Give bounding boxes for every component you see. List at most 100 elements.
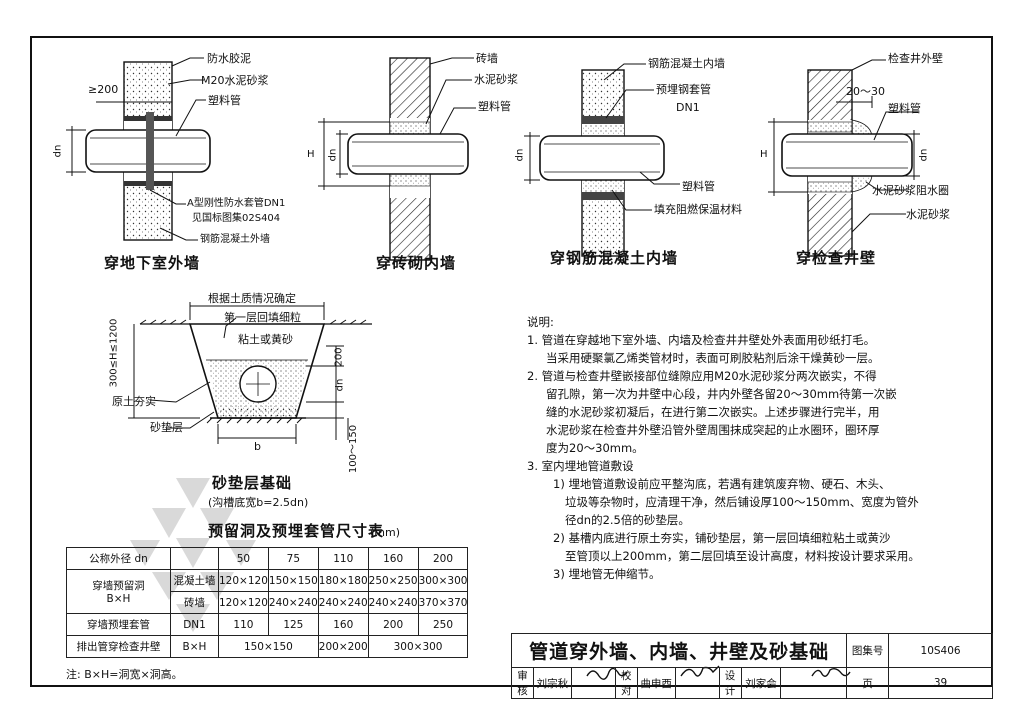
note-line: 2) 基槽内底进行原土夯实，铺砂垫层，第一层回填细粒粘土或黄沙: [553, 531, 891, 545]
brick-H: H: [307, 149, 315, 160]
note-line: 留孔隙，第一次为井壁中心段，井内外壁各留20～30mm待第一次嵌: [546, 387, 897, 401]
trench-label-clay: 粘土或黄砂: [238, 333, 293, 346]
brick-wall-detail: [318, 57, 476, 261]
table-title: 预留洞及预埋套管尺寸表: [208, 522, 385, 540]
note-line: 缝的水泥砂浆初凝后，在进行第二次嵌实。上述步骤进行完半，用: [546, 405, 880, 419]
reviewer-signature: [570, 667, 616, 699]
table-cell: 250×250: [367, 569, 419, 592]
header-size: 50: [218, 547, 269, 570]
concrete-caption: 穿钢筋混凝土内墙: [550, 249, 679, 267]
table-row: 穿墙预埋套管 DN1 110 125 160 200 250: [66, 613, 469, 636]
table-row: 排出管穿检查井壁 B×H 150×150 200×200 300×300: [66, 635, 469, 658]
row-name: 排出管穿检查井壁: [66, 635, 171, 658]
trench-label-sand: 砂垫层: [150, 421, 183, 434]
header-cell: 公称外径 dn: [66, 547, 171, 570]
table-row: 公称外径 dn 50 75 110 160 200: [66, 547, 469, 570]
header-size: 75: [267, 547, 319, 570]
trench-dn: dn: [334, 378, 346, 392]
reviewer-name: 刘宗秋: [532, 667, 572, 699]
header-size: 110: [317, 547, 369, 570]
brick-label-mortar: 水泥砂浆: [474, 73, 518, 86]
concrete-label-fill: 填充阻燃保温材料: [654, 203, 742, 216]
basement-label-pipe: 塑料管: [208, 94, 241, 107]
row-unit: B×H: [170, 635, 219, 658]
basement-wall-detail: [66, 57, 211, 241]
well-label-ring: 水泥砂浆阻水圈: [872, 184, 949, 197]
brick-dn: dn: [327, 148, 339, 162]
brick-label-pipe: 塑料管: [478, 100, 511, 113]
trench-depth-range: 300≤H≤1200: [108, 318, 120, 388]
review-label: 审核: [511, 667, 534, 699]
table-cell: 300×300: [417, 569, 469, 592]
table-footnote: 注: B×H=洞宽×洞高。: [66, 668, 183, 681]
well-dim: 20～30: [846, 85, 885, 98]
note-line: 2. 管道与检查井壁嵌接部位缝隙应用M20水泥砂浆分两次嵌实，不得: [527, 369, 877, 383]
note-line: 水泥砂浆在检查井外壁沿管外壁周围抹成突起的止水圈环，圈环厚: [546, 423, 880, 437]
brick-caption: 穿砖砌内墙: [376, 254, 457, 272]
basement-dim-min: ≥200: [88, 83, 119, 96]
atlas-number: 10S406: [888, 633, 993, 668]
table-cell: 370×370: [417, 591, 469, 614]
note-line: 3) 埋地管无伸缩节。: [553, 567, 661, 581]
table-row: 砖墙 120×120 240×240 240×240 240×240 370×3…: [67, 591, 469, 614]
table-cell: 150×150: [267, 569, 319, 592]
basement-label-mortar: M20水泥砂浆: [201, 74, 269, 87]
note-line: 当采用硬聚氯乙烯类管材时，表面可刷胶粘剂后涂干燥黄砂一层。: [546, 351, 880, 365]
designer-signature: [780, 667, 848, 699]
trench-b: b: [254, 440, 261, 453]
note-line: 径dn的2.5倍的砂垫层。: [565, 513, 690, 527]
title-block: 管道穿外墙、内墙、井壁及砂基础 图集号 10S406 审核 刘宗秋 校对 曲申酉…: [510, 633, 993, 699]
concrete-dn: dn: [514, 148, 526, 162]
trench-bed: 100～150: [348, 424, 360, 474]
table-cell: 125: [267, 613, 319, 636]
table-unit: (mm): [370, 526, 401, 539]
well-H: H: [760, 149, 768, 160]
well-label-outer: 检查井外壁: [888, 52, 943, 65]
trench-subcaption: (沟槽底宽b=2.5dn): [208, 496, 309, 509]
table-cell: 110: [218, 613, 269, 636]
well-label-pipe: 塑料管: [888, 102, 921, 115]
trench-top-label: 根据土质情况确定: [208, 292, 296, 305]
row-name: 砖墙: [170, 591, 219, 614]
trench-label-backfill: 第一层回填细粒: [224, 311, 301, 324]
well-dn: dn: [918, 148, 930, 162]
note-line: 垃圾等杂物时，应清理干净，然后铺设厚100～150mm、宽度为管外: [565, 495, 919, 509]
table-cell: 120×120: [218, 591, 269, 614]
table-cell: 180×180: [317, 569, 369, 592]
basement-label-atlas: 见国标图集02S404: [192, 213, 281, 224]
basement-label-waterproof: 防水胶泥: [207, 52, 251, 65]
concrete-label-dn1: DN1: [676, 101, 700, 114]
header-size: 160: [367, 547, 419, 570]
concrete-label-wall: 钢筋混凝土内墙: [648, 57, 725, 70]
atlas-label: 图集号: [846, 633, 890, 668]
basement-caption: 穿地下室外墙: [104, 254, 201, 272]
table-cell: 120×120: [218, 569, 269, 592]
drawing-title: 管道穿外墙、内墙、井壁及砂基础: [510, 633, 848, 668]
note-line: 度为20～30mm。: [546, 441, 644, 455]
checker-name: 曲申酉: [636, 667, 676, 699]
basement-dn: dn: [52, 144, 64, 158]
trench-dim-200: 200: [333, 347, 345, 367]
brick-label-brick: 砖墙: [476, 52, 498, 65]
well-label-mortar: 水泥砂浆: [906, 208, 950, 221]
table-cell: 160: [317, 613, 369, 636]
concrete-label-pipe: 塑料管: [682, 180, 715, 193]
note-line: 1) 埋地管道敷设前应平整沟底，若遇有建筑废弃物、硬石、木头、: [553, 477, 891, 491]
trench-label-tamped: 原土夯实: [112, 395, 156, 408]
notes-section: 说明: 1. 管道在穿越地下室外墙、内墙及检查井井壁处外表面用砂纸打毛。 当采用…: [527, 313, 967, 583]
notes-heading: 说明:: [527, 315, 554, 329]
header-size: 200: [417, 547, 469, 570]
well-wall-detail: [768, 59, 920, 257]
checker-signature: [674, 667, 720, 699]
note-line: 至管顶以上200mm，第二层回填至设计高度，材料按设计要求采用。: [565, 549, 920, 563]
design-label: 设计: [718, 667, 742, 699]
table-cell: 240×240: [267, 591, 319, 614]
check-label: 校对: [614, 667, 638, 699]
basement-label-sleeve: A型刚性防水套管DN1: [187, 198, 286, 209]
table-cell: 200×200: [317, 635, 369, 658]
table-cell: 300×300: [367, 635, 469, 658]
row-unit: DN1: [170, 613, 219, 636]
